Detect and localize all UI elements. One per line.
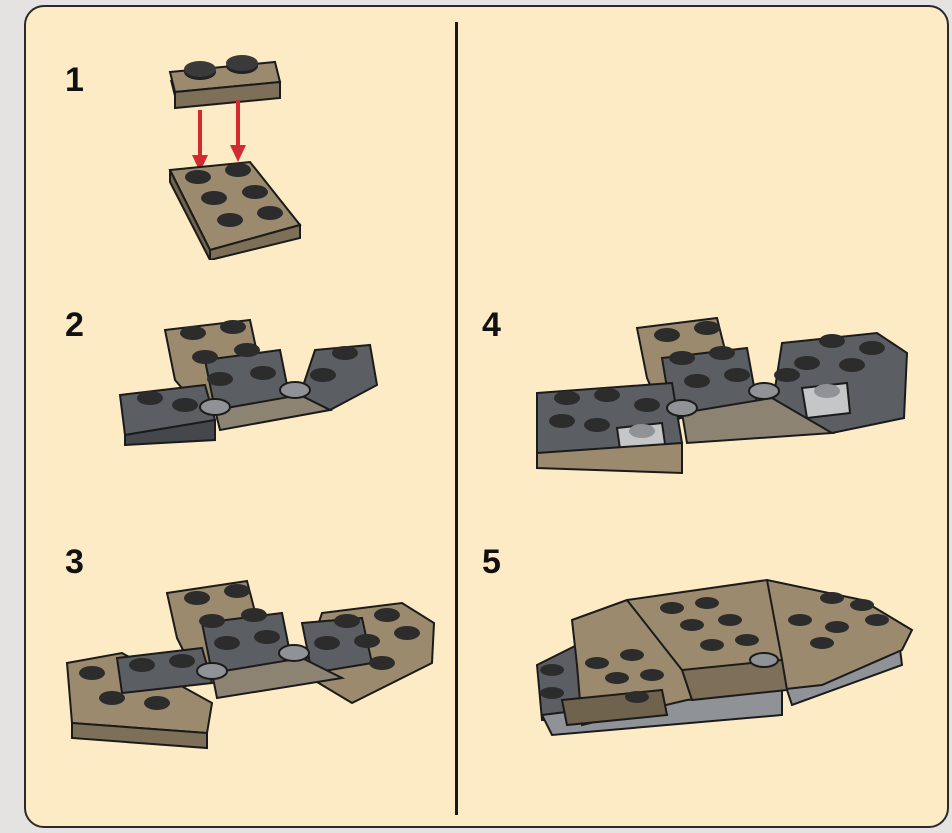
column-divider <box>455 22 458 815</box>
step-2-number: 2 <box>65 308 84 342</box>
step-4-number: 4 <box>482 308 501 342</box>
lego-step-2-hinged-plates-icon <box>115 315 385 450</box>
lego-step-3-extended-wings-icon <box>62 573 437 753</box>
step-1-number: 1 <box>65 63 84 97</box>
lego-step-5-tiled-cover-icon <box>532 575 917 745</box>
lego-step-4-full-base-icon <box>532 313 910 483</box>
step-5-number: 5 <box>482 545 501 579</box>
lego-step-1-stack-plate-icon <box>160 50 305 260</box>
